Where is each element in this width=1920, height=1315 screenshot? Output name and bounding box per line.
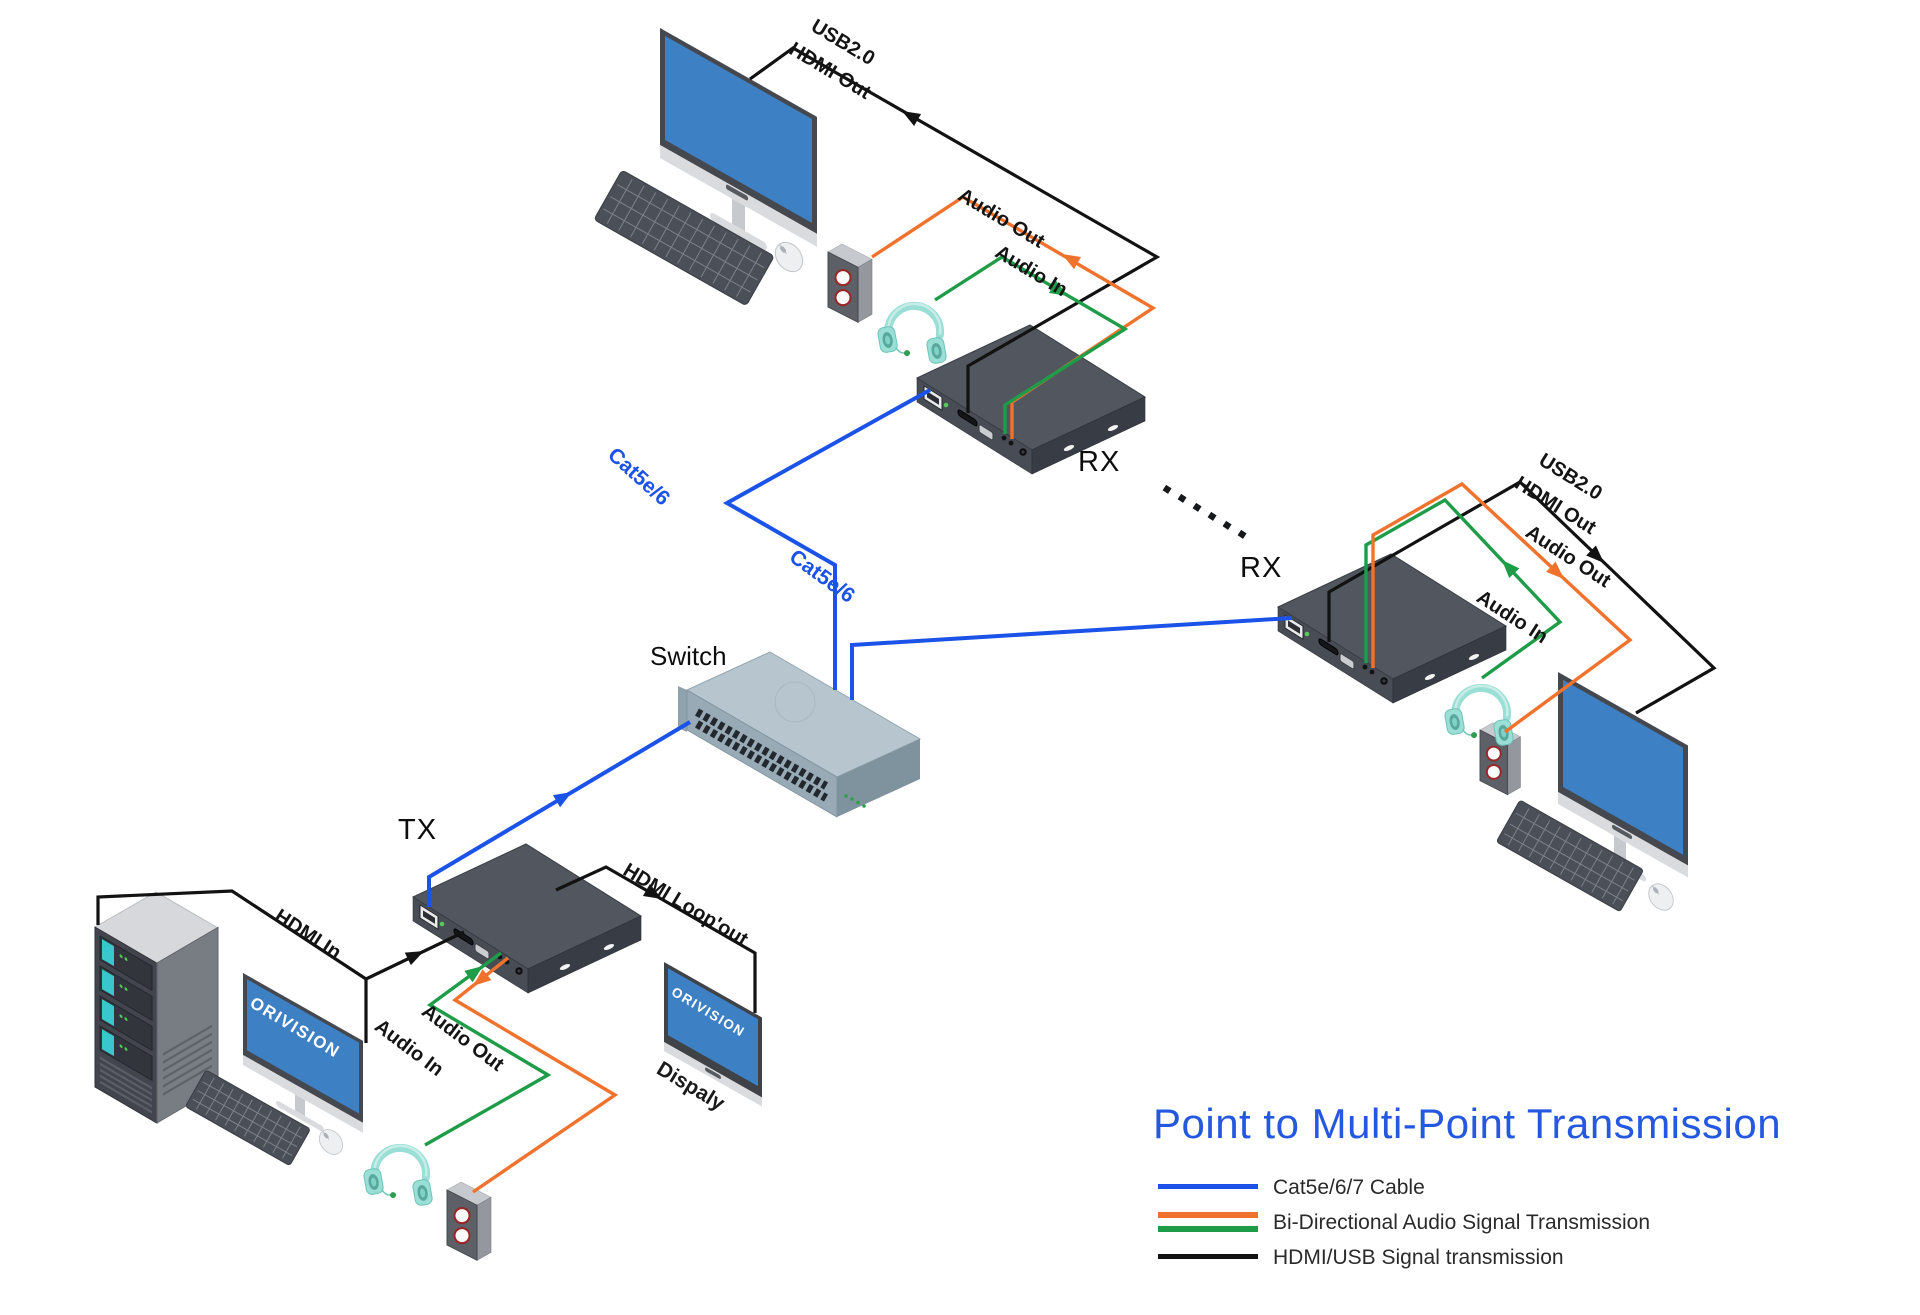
- loopout-display: [664, 962, 762, 1107]
- arrow-to-monitor1: [898, 104, 922, 127]
- rx2-extender: [1277, 553, 1507, 704]
- cable-audio-out-rx2: [1371, 481, 1633, 734]
- monitor-orivision-source: [243, 972, 363, 1133]
- mouse-right: [1642, 878, 1680, 916]
- cable-cat5e-switch-rx2: [850, 616, 1293, 700]
- legend-swatch-cat5e: [1158, 1184, 1258, 1189]
- cable-audio-in-tx: [424, 951, 552, 1147]
- rx2-label: RX: [1240, 552, 1283, 584]
- legend-swatch-hdmi-usb: [1158, 1254, 1258, 1259]
- mouse-top-left: [768, 236, 810, 278]
- legend-label-audio: Bi-Directional Audio Signal Transmission: [1273, 1211, 1651, 1234]
- speaker-top-left: [827, 243, 873, 324]
- cable-audio-in-rx2: [1364, 497, 1563, 680]
- arrow-to-switch: [552, 785, 576, 808]
- tx-label: TX: [398, 814, 438, 846]
- ellipsis-more-receivers: [1162, 484, 1247, 539]
- server-tower: [93, 891, 220, 1125]
- legend-label-cat5e: Cat5e/6/7 Cable: [1273, 1176, 1425, 1199]
- cable-hdmi-usb-rx2: [1327, 480, 1717, 715]
- legend-swatch-audio-orange: [1158, 1212, 1258, 1218]
- headphones-source: [359, 1141, 440, 1209]
- diagram-title: Point to Multi-Point Transmission: [1153, 1100, 1782, 1147]
- cable-audio-in-rx1: [934, 255, 1129, 434]
- cable-cat5e-switch-rx1: [722, 388, 931, 690]
- rx1-label: RX: [1078, 446, 1121, 478]
- keyboard-top-left: [594, 170, 774, 305]
- headphones-top-left: [873, 299, 954, 367]
- cable-cat5e-tx-switch: [427, 720, 692, 907]
- keyboard-source: [185, 1070, 310, 1166]
- cable-hdmi-loopout: [555, 865, 757, 1013]
- monitor-top-left: [660, 28, 817, 250]
- keyboard-right: [1496, 800, 1644, 912]
- switch-device: [678, 651, 922, 818]
- cable-hdmi-in: [96, 889, 465, 1043]
- switch-label: Switch: [650, 641, 727, 671]
- legend-swatch-audio-green: [1158, 1226, 1258, 1232]
- arrow-to-tx-hdmi: [404, 944, 428, 966]
- cable-hdmi-usb-rx1: [749, 46, 1161, 413]
- legend-label-hdmi-usb: HDMI/USB Signal transmission: [1273, 1246, 1564, 1269]
- cable-audio-out-rx1: [871, 194, 1157, 439]
- speaker-source: [446, 1181, 492, 1262]
- cable-audio-out-tx: [452, 956, 619, 1194]
